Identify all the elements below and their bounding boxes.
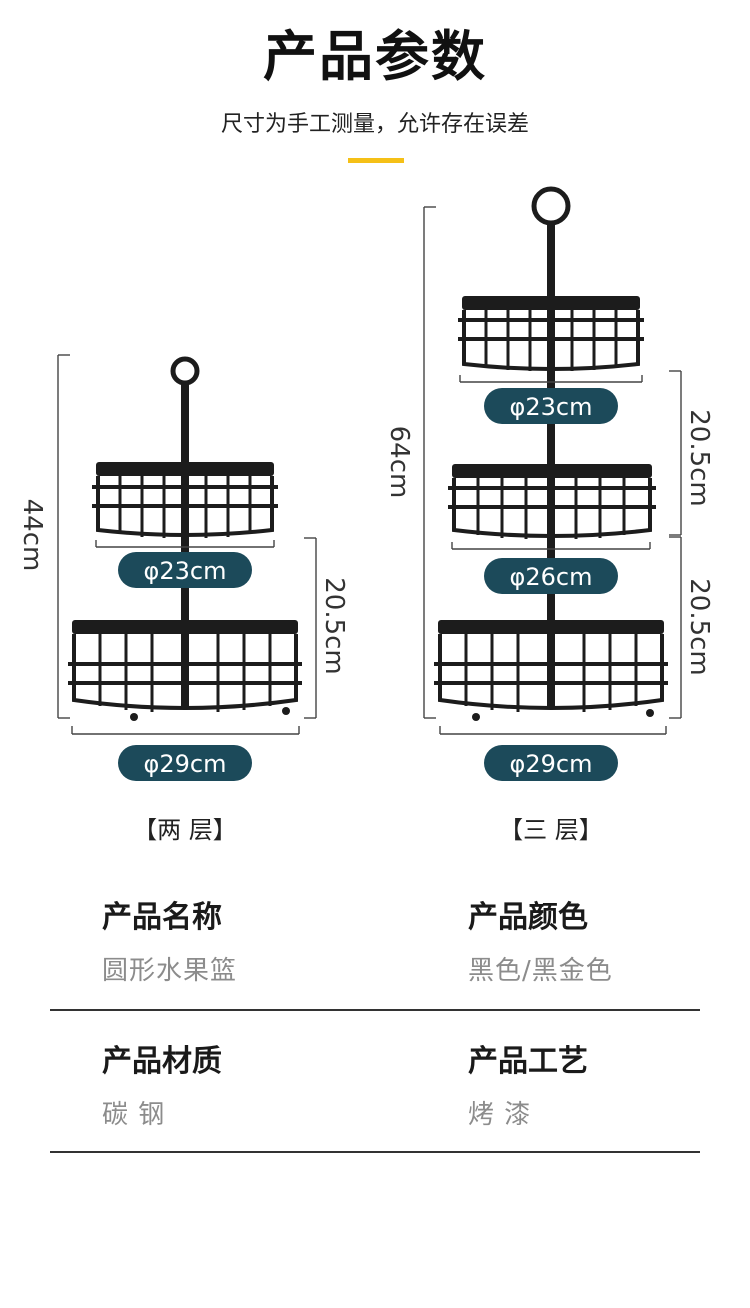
three-tier-top-diameter: φ23cm xyxy=(459,375,643,424)
spec-color-label: 产品颜色 xyxy=(468,900,588,935)
three-tier-bottom-diameter: φ29cm xyxy=(439,726,667,781)
three-tier-rack: 64cm φ23cm 20.5cm xyxy=(384,186,714,781)
three-tier-lower-spacing-label: 20.5cm xyxy=(684,578,714,676)
two-tier-top-diameter-label: φ23cm xyxy=(144,557,227,585)
three-tier-bottom-basket xyxy=(434,620,668,721)
dimension-diagram: 44cm φ23cm 20.5cm xyxy=(17,186,714,781)
spec-divider xyxy=(50,1009,700,1011)
two-tier-spacing-dimension: 20.5cm xyxy=(304,537,349,719)
two-tier-height-label: 44cm xyxy=(17,499,47,572)
accent-divider xyxy=(348,158,404,163)
two-tier-bottom-diameter: φ29cm xyxy=(71,726,300,781)
three-tier-middle-basket xyxy=(448,464,656,539)
three-tier-lower-spacing-dimension: 20.5cm xyxy=(669,536,714,719)
spec-material-value: 碳 钢 xyxy=(102,1100,166,1130)
three-tier-middle-diameter: φ26cm xyxy=(451,542,651,594)
three-tier-middle-diameter-label: φ26cm xyxy=(510,563,593,591)
three-tier-upper-spacing-dimension: 20.5cm xyxy=(669,370,714,536)
two-tier-bottom-diameter-label: φ29cm xyxy=(144,750,227,778)
spec-color-value: 黑色/黑金色 xyxy=(468,956,613,986)
spec-name-value: 圆形水果篮 xyxy=(102,956,238,986)
two-tier-spacing-label: 20.5cm xyxy=(319,577,349,675)
two-tier-rack: 44cm φ23cm 20.5cm xyxy=(17,354,349,781)
three-tier-caption: 【三 层】 xyxy=(499,816,603,844)
two-tier-top-basket xyxy=(92,462,278,538)
three-tier-top-basket xyxy=(458,296,644,371)
three-tier-bottom-diameter-label: φ29cm xyxy=(510,750,593,778)
three-tier-height-label: 64cm xyxy=(384,426,414,499)
spec-divider xyxy=(50,1151,700,1153)
spec-material-label: 产品材质 xyxy=(102,1044,222,1079)
three-tier-height-dimension: 64cm xyxy=(384,206,436,719)
two-tier-caption: 【两 层】 xyxy=(133,816,237,844)
two-tier-height-dimension: 44cm xyxy=(17,354,70,719)
spec-process-label: 产品工艺 xyxy=(468,1044,588,1079)
three-tier-top-diameter-label: φ23cm xyxy=(510,393,593,421)
two-tier-bottom-basket xyxy=(68,620,302,721)
page-title: 产品参数 xyxy=(263,25,487,88)
hanging-ring-icon xyxy=(531,186,571,226)
spec-name-label: 产品名称 xyxy=(102,900,222,935)
page-subtitle: 尺寸为手工测量，允许存在误差 xyxy=(220,112,529,137)
hanging-ring-icon xyxy=(170,356,200,386)
three-tier-upper-spacing-label: 20.5cm xyxy=(684,409,714,507)
two-tier-top-diameter: φ23cm xyxy=(95,540,275,588)
spec-process-value: 烤 漆 xyxy=(468,1100,532,1130)
